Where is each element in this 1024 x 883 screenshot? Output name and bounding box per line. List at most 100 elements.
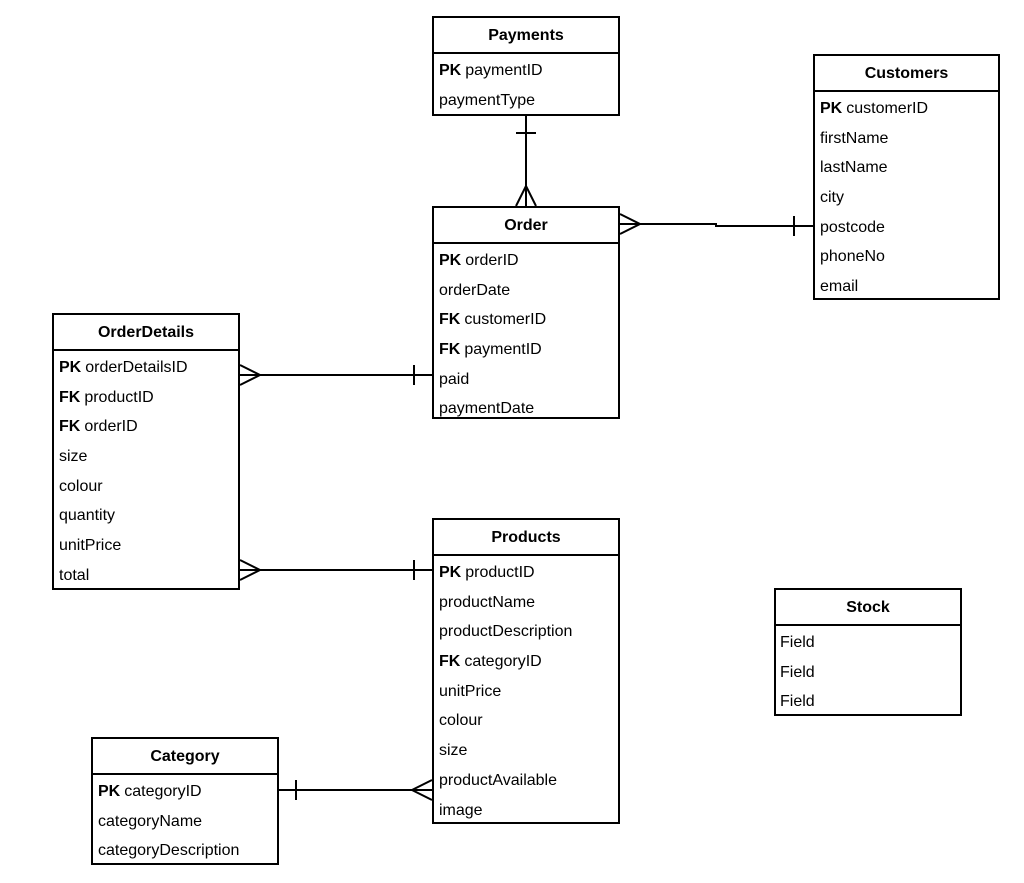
- key-badge: FK: [439, 341, 461, 359]
- field-row: postcode: [815, 213, 998, 243]
- field-name: firstName: [820, 129, 889, 147]
- key-badge: PK: [820, 100, 843, 117]
- field-row: paid: [434, 365, 618, 395]
- field-row: Field: [776, 687, 960, 717]
- field-row: Field: [776, 628, 960, 658]
- field-name: categoryID: [124, 783, 202, 800]
- many-marker: [619, 213, 643, 235]
- relationship-customers-order: [619, 213, 813, 236]
- relationship-payments-order: [515, 116, 537, 207]
- field-name: productID: [84, 388, 154, 406]
- field-name: colour: [439, 712, 483, 730]
- field-name: orderDate: [439, 281, 511, 299]
- field-name: categoryID: [464, 653, 542, 671]
- key-badge: PK: [439, 252, 462, 269]
- field-row: quantity: [54, 501, 238, 531]
- field-row: unitPrice: [434, 677, 618, 707]
- field-name: orderID: [465, 252, 519, 269]
- field-row: categoryDescription: [93, 836, 277, 866]
- field-row: productDescription: [434, 617, 618, 647]
- field-name: image: [439, 801, 483, 819]
- field-row: paymentType: [434, 86, 618, 116]
- entity-title: Stock: [776, 590, 960, 626]
- field-row: phoneNo: [815, 242, 998, 272]
- field-name: paymentID: [464, 341, 542, 359]
- field-name: paid: [439, 370, 470, 388]
- field-name: customerID: [464, 311, 547, 329]
- field-name: colour: [59, 477, 103, 495]
- field-name: Field: [780, 693, 815, 711]
- field-name: total: [59, 566, 90, 584]
- key-badge: PK: [98, 783, 121, 800]
- field-row: firstName: [815, 124, 998, 154]
- field-row: size: [434, 736, 618, 766]
- field-name: lastName: [820, 159, 888, 177]
- field-name: productDescription: [439, 623, 573, 641]
- field-name: unitPrice: [59, 537, 122, 555]
- entity-title: Products: [434, 520, 618, 556]
- field-row: lastName: [815, 153, 998, 183]
- field-row: productName: [434, 588, 618, 618]
- field-row: unitPrice: [54, 531, 238, 561]
- field-name: postcode: [820, 218, 885, 236]
- field-row: email: [815, 272, 998, 302]
- field-name: orderID: [84, 418, 138, 436]
- field-name: unitPrice: [439, 682, 502, 700]
- field-name: categoryName: [98, 812, 203, 830]
- field-name: city: [820, 189, 844, 207]
- field-name: productName: [439, 593, 536, 611]
- field-row: categoryName: [93, 807, 277, 837]
- relationship-products-orderdetails: [239, 559, 432, 581]
- key-badge: FK: [59, 388, 81, 406]
- field-list: Field Field Field: [776, 626, 960, 717]
- key-badge: FK: [439, 311, 461, 329]
- entity-title: OrderDetails: [54, 315, 238, 351]
- field-name: quantity: [59, 507, 116, 525]
- many-marker: [239, 364, 263, 386]
- field-row: city: [815, 183, 998, 213]
- field-name: categoryDescription: [98, 842, 240, 860]
- field-row: orderDate: [434, 276, 618, 306]
- field-name: phoneNo: [820, 248, 885, 266]
- field-name: orderDetailsID: [85, 359, 188, 376]
- key-badge: FK: [439, 653, 461, 671]
- field-row: colour: [54, 472, 238, 502]
- field-name: size: [439, 742, 468, 760]
- many-marker: [409, 779, 433, 801]
- field-row: paymentDate: [434, 394, 618, 424]
- many-marker: [239, 559, 263, 581]
- field-name: email: [820, 278, 859, 296]
- field-row: productAvailable: [434, 766, 618, 796]
- field-row: colour: [434, 706, 618, 736]
- relationship-order-orderdetails: [239, 364, 432, 386]
- key-badge: FK: [59, 418, 81, 436]
- field-name: paymentID: [465, 62, 543, 79]
- key-badge: PK: [439, 62, 462, 79]
- entity-title: Payments: [434, 18, 618, 54]
- key-badge: PK: [439, 564, 462, 581]
- field-name: Field: [780, 663, 815, 681]
- entity-title: Order: [434, 208, 618, 244]
- field-row: size: [54, 442, 238, 472]
- entity-stock[interactable]: Stock Field Field Field: [774, 588, 962, 716]
- relationship-category-products: [278, 779, 433, 801]
